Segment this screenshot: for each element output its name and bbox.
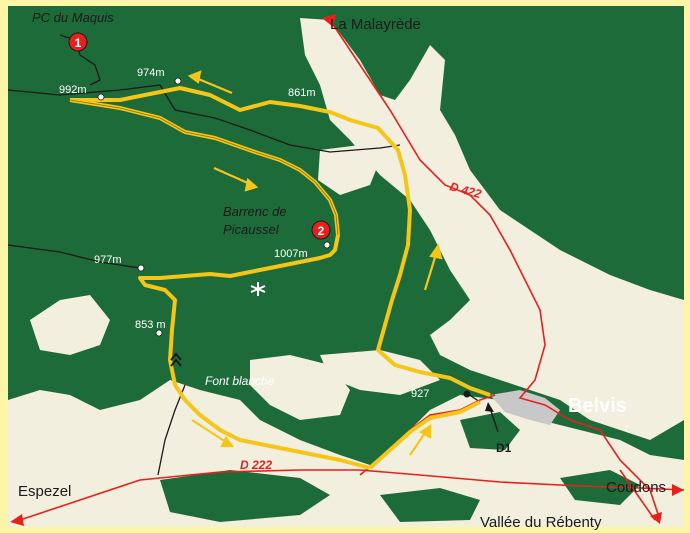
chevron-up-icon: [170, 352, 182, 367]
altitude-dot-927: [463, 390, 471, 398]
altitude-dots: [97, 77, 331, 337]
altitude-853: 853 m: [135, 319, 166, 331]
coudons-label: Coudons: [606, 479, 666, 496]
waypoint-marker-1: 1: [68, 32, 88, 52]
altitude-861: 861m: [288, 87, 316, 99]
waypoint-2-number: 2: [318, 224, 325, 238]
espezel-label: Espezel: [18, 483, 71, 500]
waypoint-2-label-line1: Barrenc de: [223, 204, 287, 219]
d1-pointer: [489, 407, 499, 433]
forest-patches: [160, 412, 640, 522]
altitude-977: 977m: [94, 254, 122, 266]
vallee-rebenty-label: Vallée du Rébenty: [480, 514, 602, 531]
d1-pointer-head: [485, 402, 494, 412]
la-malayrede-label: La Malayrède: [330, 16, 421, 33]
road-d1-label: D1: [496, 441, 512, 455]
trail-outline: [69, 99, 339, 236]
waypoint-2-label-line2: Picaussel: [223, 222, 280, 237]
waypoint-1-number: 1: [75, 36, 82, 50]
font-blanche-label: Font blanche: [205, 374, 275, 388]
direction-arrows: [187, 70, 443, 456]
altitude-927: 927: [411, 388, 429, 400]
road-arrowheads: [10, 14, 684, 526]
road-d222-label: D 222: [240, 458, 272, 472]
spring-icon: [250, 282, 266, 296]
belvis-village: [490, 390, 560, 425]
altitude-992: 992m: [59, 84, 87, 96]
belvis-label: Belvis: [568, 395, 627, 417]
waypoint-1-label: PC du Maquis: [32, 10, 114, 25]
waypoint-marker-2: 2: [311, 220, 331, 240]
altitude-974: 974m: [137, 67, 165, 79]
altitude-1007: 1007m: [274, 248, 308, 260]
